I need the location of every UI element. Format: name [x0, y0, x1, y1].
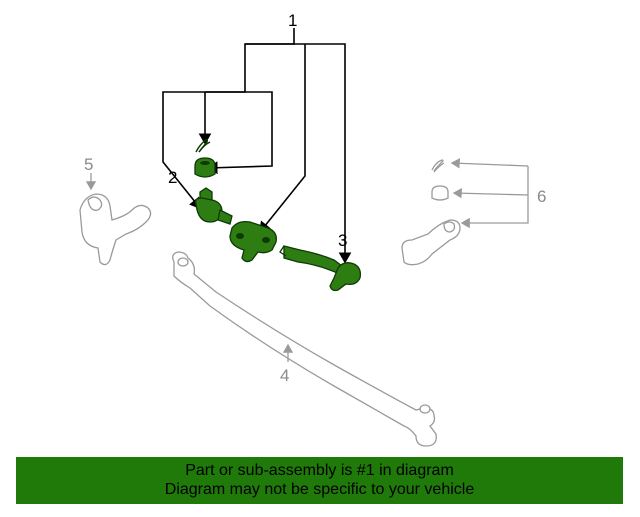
callout-4: 4 [280, 366, 289, 385]
callout-6: 6 [537, 187, 546, 206]
outer-tie-rod-end-2-part [194, 187, 233, 225]
callout-5: 5 [84, 155, 93, 174]
inner-tie-rod-end-3-part [279, 245, 362, 292]
callout-3: 3 [338, 231, 347, 250]
center-link-part [229, 220, 277, 263]
cotter-pin-part [195, 139, 211, 153]
callout-1-leaders [162, 28, 352, 264]
banner-line-2: Diagram may not be specific to your vehi… [164, 481, 475, 498]
tie-rod-assembly-part-4 [172, 251, 437, 447]
callout-1: 1 [288, 11, 297, 30]
idler-arm-parts-6 [401, 158, 529, 266]
info-banner: Part or sub-assembly is #1 in diagram Di… [16, 457, 623, 504]
castle-nut-part [194, 157, 216, 178]
banner-line-1: Part or sub-assembly is #1 in diagram [185, 462, 454, 479]
pitman-arm-part-5 [79, 173, 152, 266]
callout-2: 2 [168, 168, 177, 187]
